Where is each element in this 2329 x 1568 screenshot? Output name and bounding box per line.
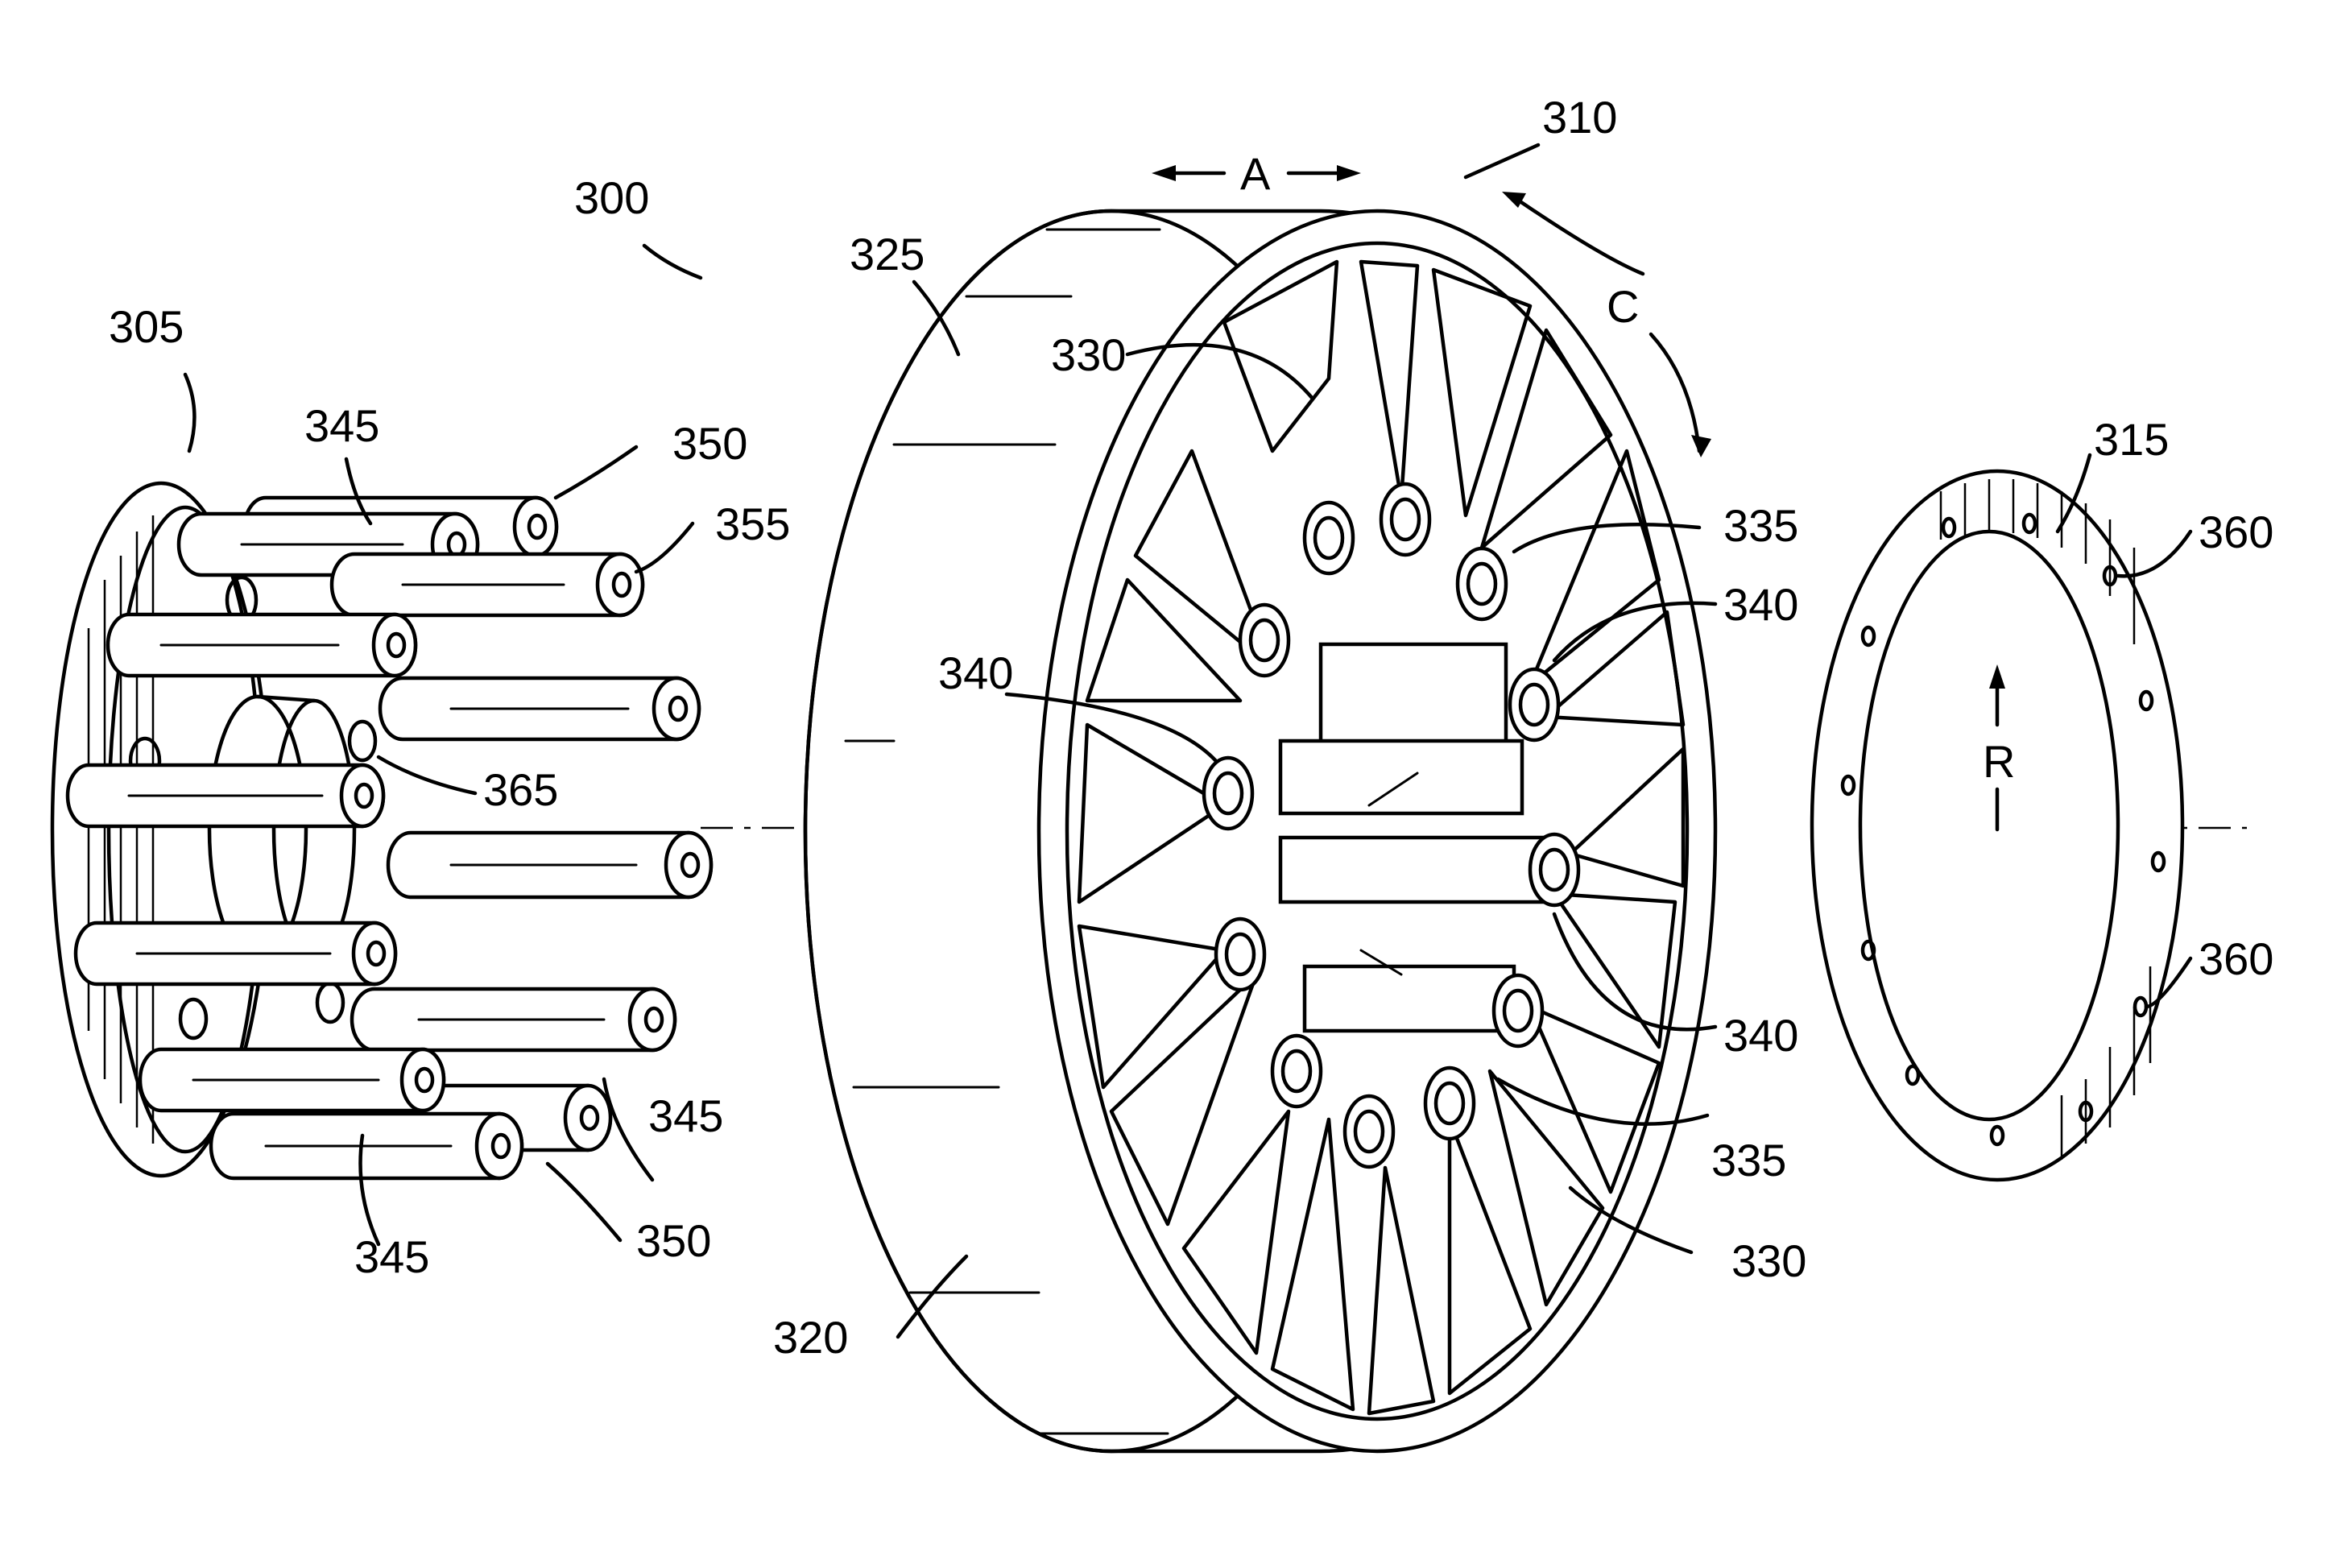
- label-300: 300: [574, 172, 649, 223]
- dimension-a-label: A: [1240, 148, 1271, 199]
- label-335-top: 335: [1723, 500, 1798, 551]
- rod: [380, 678, 699, 739]
- label-340-lower-right: 340: [1723, 1010, 1798, 1061]
- label-360-bottom: 360: [2199, 933, 2273, 984]
- label-320: 320: [773, 1312, 848, 1363]
- dimension-c-label: C: [1607, 281, 1639, 332]
- label-330-top: 330: [1051, 329, 1126, 380]
- label-330-bottom: 330: [1731, 1235, 1806, 1286]
- label-360-top: 360: [2199, 507, 2273, 557]
- label-315: 315: [2094, 414, 2169, 465]
- label-365: 365: [483, 764, 558, 815]
- rod: [76, 923, 395, 984]
- label-345-right: 345: [648, 1090, 723, 1141]
- label-340-left: 340: [938, 647, 1013, 698]
- label-310: 310: [1542, 92, 1617, 143]
- label-340-upper-right: 340: [1723, 579, 1798, 630]
- rod: [211, 1114, 522, 1178]
- label-350-bottom: 350: [636, 1215, 711, 1266]
- label-335-bottom: 335: [1711, 1135, 1786, 1185]
- label-355: 355: [715, 499, 790, 549]
- dimension-r-label: R: [1983, 736, 2015, 787]
- label-305: 305: [109, 301, 184, 352]
- carrier-305: [52, 483, 711, 1178]
- rod: [332, 554, 643, 615]
- rod: [68, 765, 383, 826]
- rod: [140, 1049, 444, 1111]
- label-345-bottom: 345: [354, 1231, 429, 1282]
- label-325: 325: [850, 229, 925, 279]
- label-350-top: 350: [672, 418, 747, 469]
- rod: [388, 833, 711, 897]
- rod: [352, 989, 675, 1050]
- label-345-top: 345: [304, 400, 379, 451]
- rod: [108, 614, 416, 676]
- frame-310: [805, 211, 1715, 1451]
